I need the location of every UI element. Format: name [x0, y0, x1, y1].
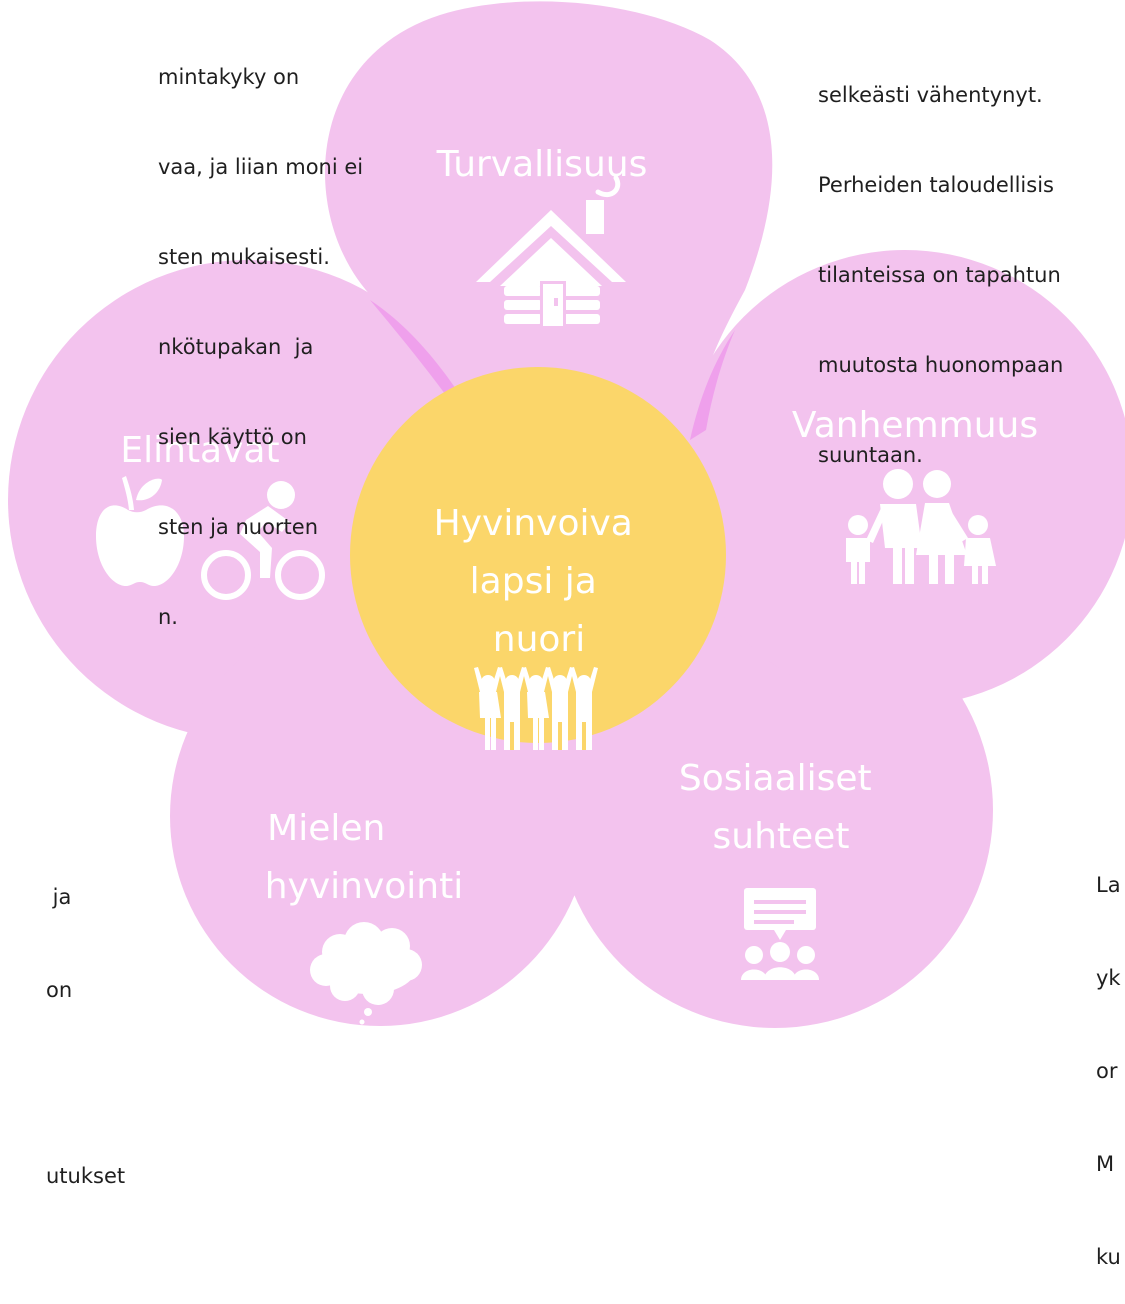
side-line: sien käyttö on	[158, 425, 307, 449]
side-line: muutosta huonompaan	[818, 353, 1064, 377]
wellbeing-flower-diagram: Turvallisuus Vanhemmuus Sosiaaliset suht…	[8, 1, 1125, 1028]
side-line: nkötupakan ja	[158, 335, 314, 359]
side-text-top-right: selkeästi vähentynyt. Perheiden taloudel…	[818, 20, 1063, 500]
family-icon	[846, 469, 996, 584]
conversation-group-icon	[741, 888, 819, 980]
side-line: sten ja nuorten	[158, 515, 319, 539]
center-label: Hyvinvoiva lapsi ja nuori	[434, 503, 645, 660]
side-line: vaa, ja liian moni ei	[158, 155, 364, 179]
side-line: or	[1096, 1059, 1118, 1083]
side-line: yk	[1096, 966, 1121, 990]
sosiaaliset-suhteet-label: Sosiaaliset suhteet	[679, 758, 883, 857]
side-line: on	[46, 978, 73, 1002]
side-line: suuntaan.	[818, 443, 923, 467]
side-line: selkeästi vähentynyt.	[818, 83, 1043, 107]
side-line	[46, 1068, 125, 1099]
petal-overlap-right	[690, 330, 735, 440]
side-line: Perheiden taloudellisis	[818, 173, 1054, 197]
children-group-icon	[474, 667, 598, 750]
side-line: ja	[46, 885, 72, 909]
side-line: utukset	[46, 1164, 126, 1188]
side-line: mintakyky on	[158, 65, 300, 89]
side-text-bottom-right: La yk or M ku	[1096, 808, 1121, 1304]
side-line: La	[1096, 873, 1121, 897]
side-line: M	[1096, 1152, 1115, 1176]
mielen-hyvinvointi-label: Mielen hyvinvointi	[265, 808, 464, 907]
side-line: sten mukaisesti.	[158, 245, 330, 269]
apple-and-cyclist-icon	[96, 476, 325, 600]
log-cabin-icon	[476, 175, 626, 326]
petal-overlap-left	[370, 300, 460, 398]
side-line: ku	[1096, 1245, 1121, 1269]
turvallisuus-label: Turvallisuus	[436, 144, 648, 185]
side-line: n.	[158, 605, 178, 629]
vanhemmuus-label: Vanhemmuus	[792, 405, 1038, 446]
side-text-bottom-left: ja on utukset	[46, 820, 125, 1223]
center-circle	[350, 367, 726, 743]
side-line: tilanteissa on tapahtun	[818, 263, 1061, 287]
elintavat-label: Elintavat	[120, 430, 279, 471]
thought-cloud-icon	[310, 922, 422, 1025]
side-text-top-left: mintakyky on vaa, ja liian moni ei sten …	[158, 2, 363, 662]
